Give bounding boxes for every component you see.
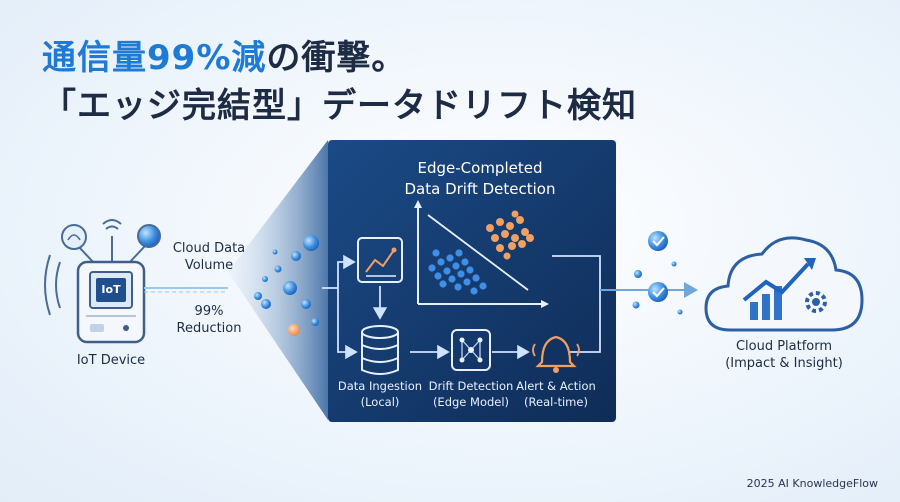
- cloud-volume-line1: Cloud Data: [172, 241, 246, 256]
- headline-rest: の衝撃。: [266, 38, 407, 78]
- panel-title-line1: Edge-Completed: [417, 159, 543, 177]
- output-flow: [600, 231, 698, 315]
- step-alert-action: Alert & Action (Real-time): [496, 378, 616, 410]
- copyright-text: 2025 AI KnowledgeFlow: [746, 477, 878, 490]
- step-data-ingestion: Data Ingestion (Local): [320, 378, 440, 410]
- cloud-volume-label: Cloud Data Volume: [164, 240, 254, 274]
- step-line1: Drift Detection: [428, 379, 514, 393]
- monitor-chart-icon: [357, 237, 403, 283]
- cloud-volume-line2: Volume: [184, 258, 234, 273]
- cloud-line1: Cloud Platform: [735, 339, 833, 354]
- alert-bell-icon: [532, 335, 580, 373]
- cloud-line2: (Impact & Insight): [725, 356, 843, 371]
- panel-flow-lines: [322, 254, 601, 360]
- funnel-shape: [228, 140, 328, 420]
- reduction-label: 99% Reduction: [164, 303, 254, 337]
- data-particles: [254, 235, 319, 336]
- headline-accent: 通信量99%減: [42, 38, 267, 78]
- drift-scatter-chart: [414, 200, 549, 308]
- iot-device-label: IoT Device: [76, 353, 146, 368]
- headline-line-1: 通信量99%減の衝撃。: [42, 30, 406, 79]
- cloud-platform-icon: [704, 236, 864, 332]
- headline-line-2: 「エッジ完結型」データドリフト検知: [42, 86, 637, 126]
- step-drift-detection: Drift Detection (Edge Model): [411, 378, 531, 410]
- iot-chip-label: IoT: [101, 283, 121, 296]
- cloud-platform-label: Cloud Platform (Impact & Insight): [704, 338, 864, 372]
- step-line1: Alert & Action: [516, 379, 596, 393]
- step-line2: (Local): [360, 395, 400, 409]
- step-line2: (Real-time): [524, 395, 588, 409]
- panel-title: Edge-Completed Data Drift Detection: [340, 158, 620, 200]
- database-icon: [361, 325, 399, 375]
- reduction-line1: 99%: [194, 304, 224, 319]
- step-line1: Data Ingestion: [337, 379, 423, 393]
- iot-device-icon: [44, 219, 161, 344]
- drift-model-icon: [451, 329, 491, 371]
- reduction-line2: Reduction: [176, 321, 242, 336]
- step-line2: (Edge Model): [432, 395, 510, 409]
- panel-title-line2: Data Drift Detection: [404, 180, 556, 198]
